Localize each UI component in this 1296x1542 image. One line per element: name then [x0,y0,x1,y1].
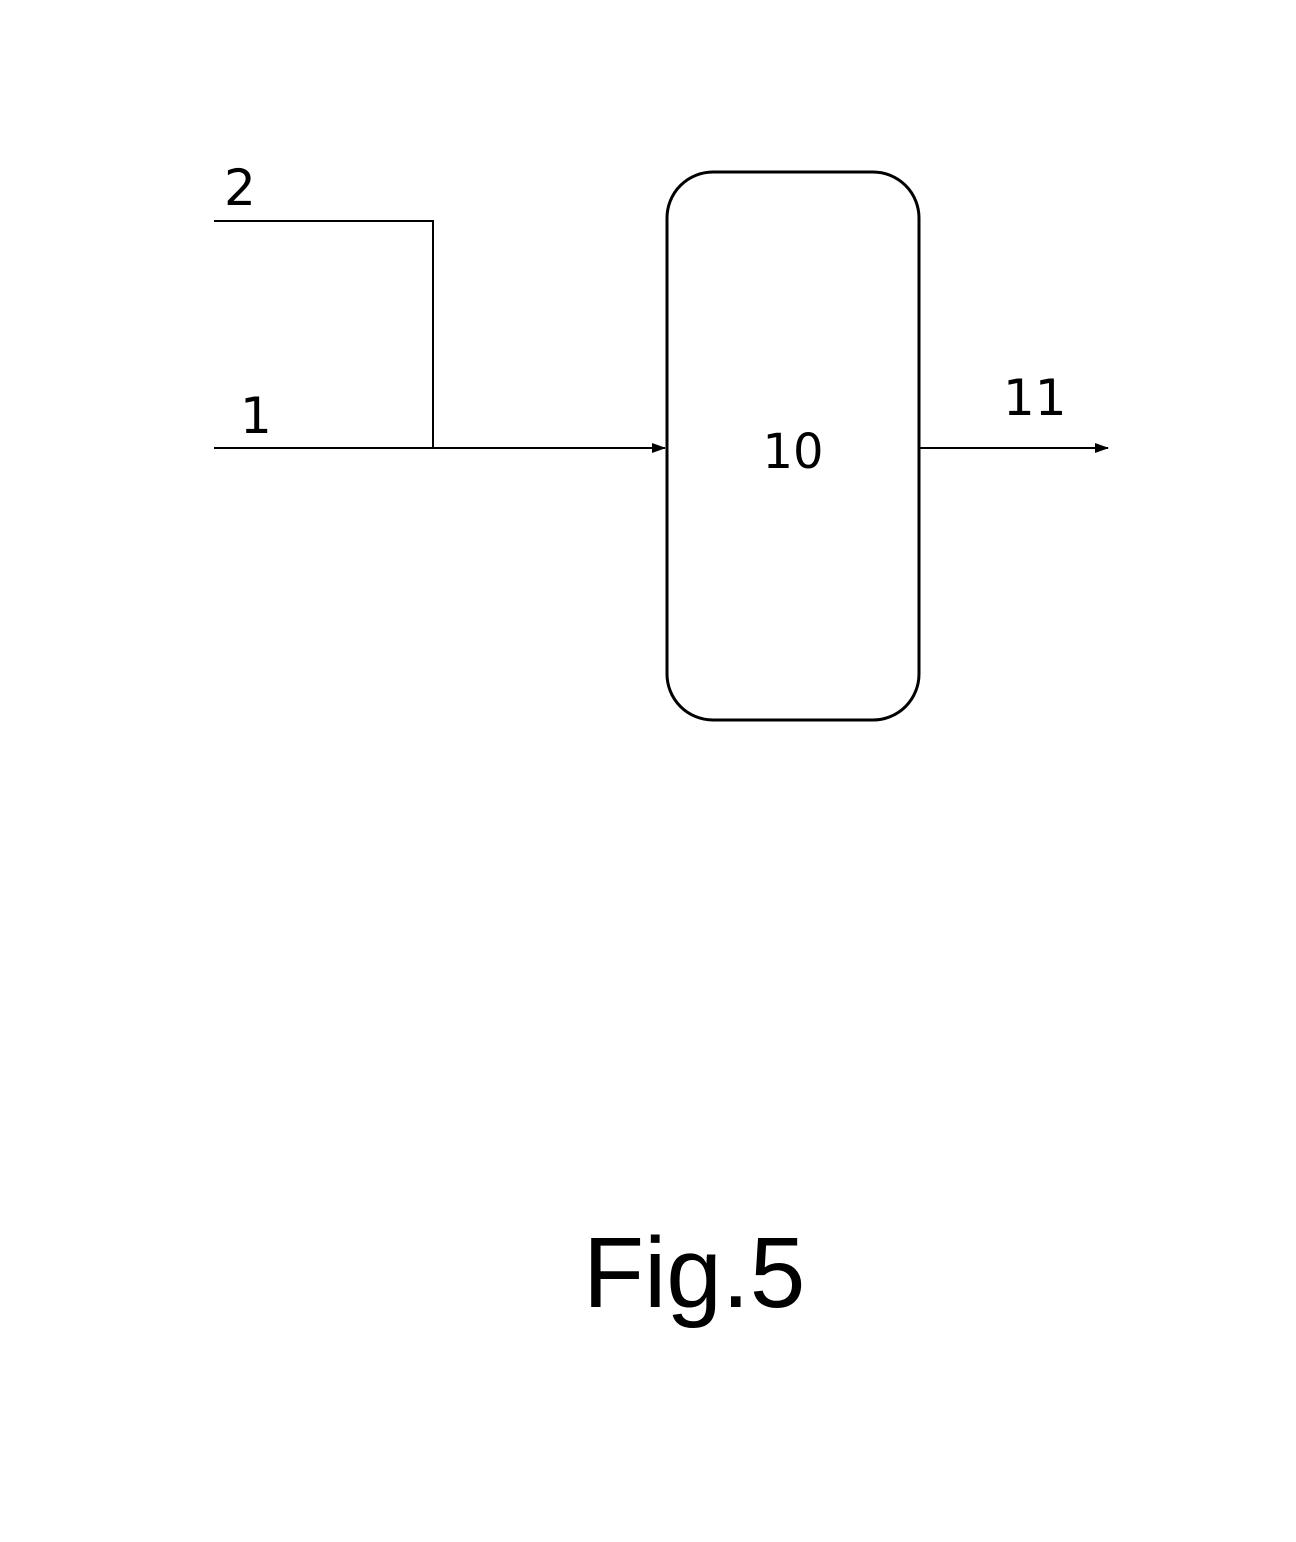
stream-2-line [214,220,434,448]
stream-1-label: 1 [240,387,272,445]
unit-10-box [665,170,921,722]
stream-11-label: 11 [1003,369,1067,427]
stream-2-label: 2 [224,159,256,217]
figure-caption: Fig.5 [583,1217,805,1329]
unit-10-label: 10 [762,424,823,480]
